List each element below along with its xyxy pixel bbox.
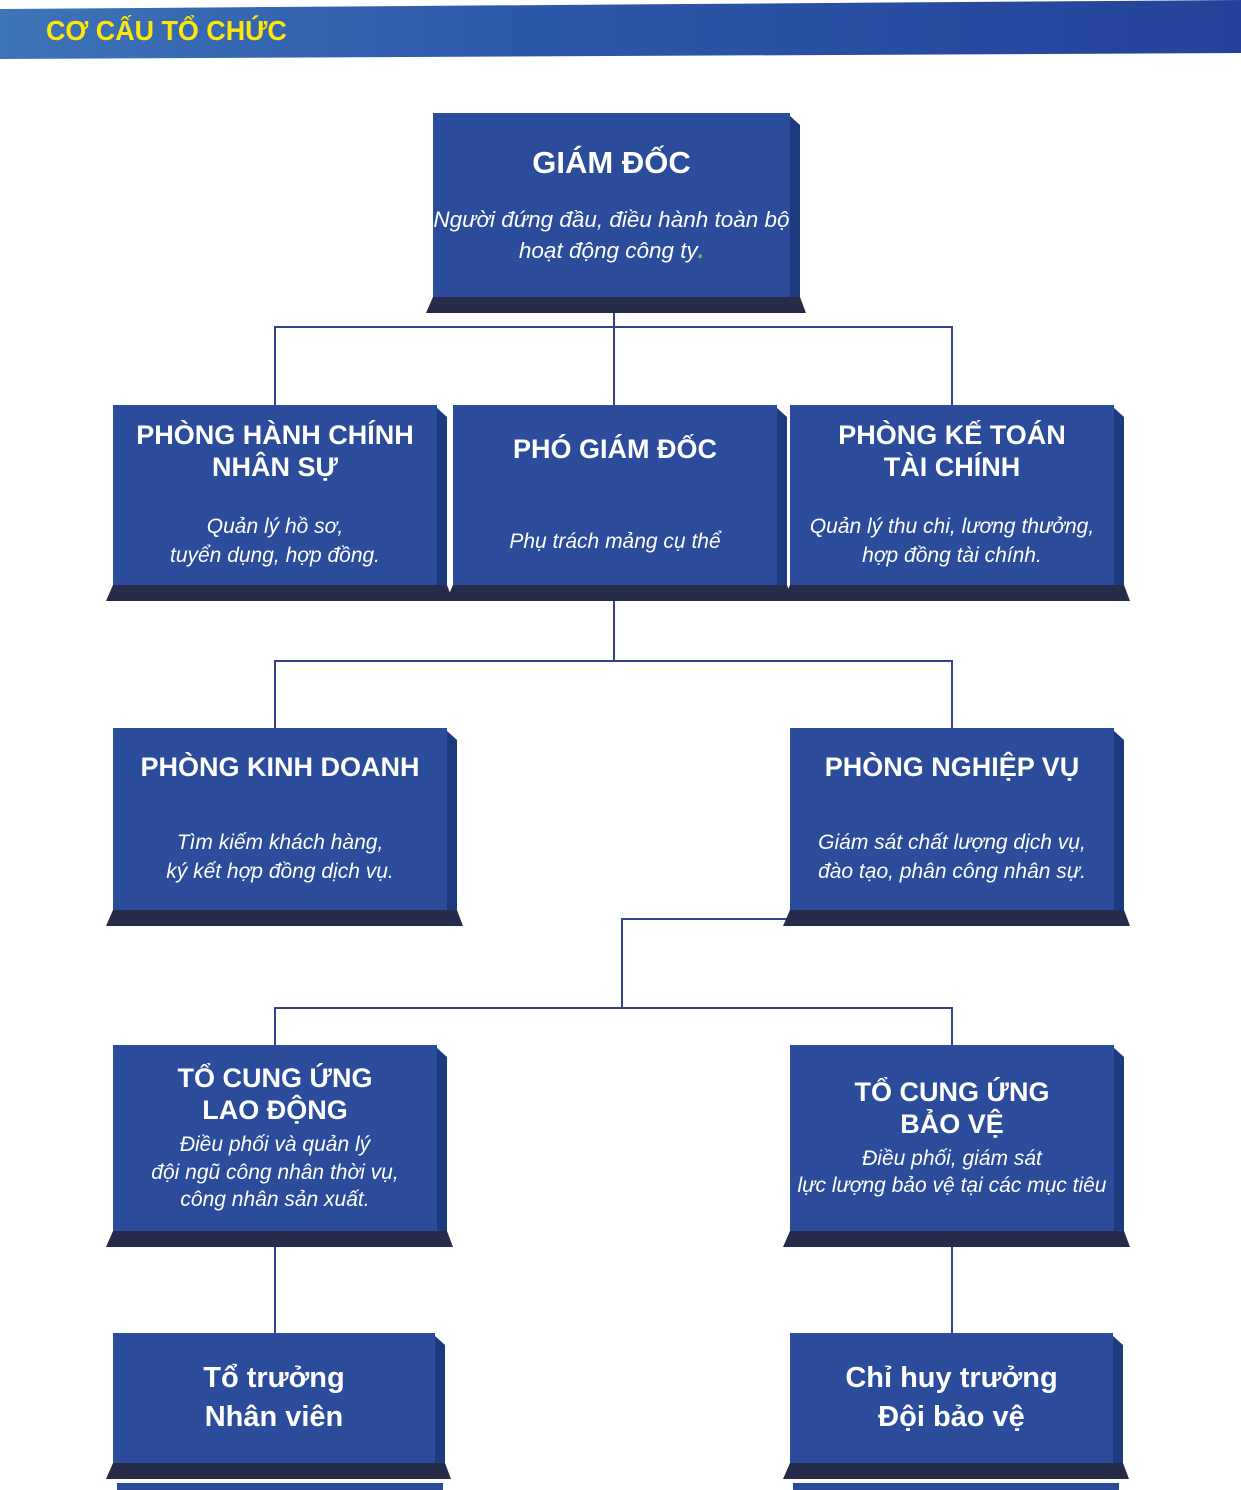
- connector-line: [274, 660, 276, 729]
- org-node-accounting-finance: PHÒNG KẾ TOÁN TÀI CHÍNH Quản lý thu chi,…: [790, 405, 1114, 585]
- node-title: TÀI CHÍNH: [883, 452, 1021, 483]
- node-title: PHÓ GIÁM ĐỐC: [512, 434, 717, 465]
- org-node-sales: PHÒNG KINH DOANH Tìm kiếm khách hàng, ký…: [113, 728, 447, 910]
- node-title: PHÒNG NGHIỆP VỤ: [824, 751, 1080, 782]
- connector-line: [613, 301, 615, 328]
- node-title: BẢO VỆ: [900, 1109, 1004, 1140]
- org-node-guard-supply-team: TỔ CUNG ỨNG BẢO VỆ Điều phối, giám sát l…: [790, 1045, 1114, 1231]
- node-desc: hợp đồng tài chính.: [862, 544, 1042, 568]
- node-title: NHÂN SỰ: [212, 452, 338, 483]
- connector-line: [274, 1246, 276, 1335]
- node-desc: đội ngũ công nhân thời vụ,: [151, 1160, 399, 1184]
- node-desc: Người đứng đầu, điều hành toàn bộ: [433, 206, 790, 232]
- node-desc: Giám sát chất lượng dịch vụ,: [818, 831, 1086, 855]
- connector-line: [951, 1246, 953, 1335]
- node-desc: lực lượng bảo vệ tại các mục tiêu: [797, 1174, 1107, 1198]
- node-title: TỔ CUNG ỨNG: [177, 1063, 373, 1094]
- cutoff-strip: [117, 1483, 443, 1490]
- node-desc: Điều phối và quản lý: [179, 1132, 371, 1156]
- node-desc-text: hoạt động công ty: [518, 237, 698, 263]
- org-node-admin-hr: PHÒNG HÀNH CHÍNH NHÂN SỰ Quản lý hồ sơ, …: [113, 405, 437, 585]
- node-title: Tổ trưởng: [203, 1361, 345, 1394]
- node-title: LAO ĐỘNG: [202, 1095, 348, 1126]
- node-desc: hoạt động công ty.: [433, 235, 789, 266]
- node-desc: công nhân sản xuất.: [180, 1188, 370, 1212]
- org-node-deputy-director: PHÓ GIÁM ĐỐC Phụ trách mảng cụ thể: [453, 405, 777, 585]
- node-title: GIÁM ĐỐC: [532, 145, 691, 181]
- org-node-team-leader: Tổ trưởng Nhân viên: [113, 1333, 435, 1463]
- node-desc: tuyển dụng, hợp đồng.: [169, 544, 381, 568]
- connector-line: [613, 326, 615, 406]
- node-desc: Điều phối, giám sát: [862, 1146, 1042, 1170]
- node-desc: Phụ trách mảng cụ thể: [509, 529, 721, 553]
- node-title: PHÒNG KINH DOANH: [140, 751, 420, 782]
- cutoff-strip: [793, 1483, 1119, 1490]
- connector-line: [613, 600, 615, 662]
- org-node-guard-commander: Chỉ huy trưởng Đội bảo vệ: [790, 1333, 1113, 1463]
- page-title: CƠ CẤU TỔ CHỨC: [46, 15, 287, 46]
- connector-line: [951, 1007, 953, 1047]
- org-node-labor-supply-team: TỔ CUNG ỨNG LAO ĐỘNG Điều phối và quản l…: [113, 1045, 437, 1231]
- node-title: TỔ CUNG ỨNG: [854, 1076, 1050, 1107]
- connector-line: [274, 1007, 953, 1009]
- connector-line: [951, 660, 953, 729]
- node-title: PHÒNG HÀNH CHÍNH: [136, 419, 414, 450]
- node-title: Nhân viên: [204, 1401, 344, 1433]
- node-desc: ký kết hợp đồng dịch vụ.: [166, 860, 394, 884]
- node-title: Đội bảo vệ: [878, 1401, 1025, 1433]
- connector-line: [621, 918, 623, 1009]
- node-title: Chỉ huy trưởng: [845, 1361, 1058, 1394]
- green-period: .: [697, 237, 705, 263]
- org-node-director: GIÁM ĐỐC Người đứng đầu, điều hành toàn …: [433, 113, 790, 297]
- node-desc: đào tạo, phân công nhân sự.: [818, 860, 1086, 884]
- node-title: PHÒNG KẾ TOÁN: [838, 419, 1066, 450]
- header-bar: CƠ CẤU TỔ CHỨC: [0, 0, 1241, 59]
- node-desc: Tìm kiếm khách hàng,: [176, 831, 384, 855]
- node-desc: Quản lý hồ sơ,: [206, 515, 344, 539]
- node-desc: Quản lý thu chi, lương thưởng,: [809, 515, 1095, 539]
- connector-line: [621, 918, 801, 920]
- connector-line: [274, 660, 953, 662]
- connector-line: [274, 1007, 276, 1047]
- org-node-operations: PHÒNG NGHIỆP VỤ Giám sát chất lượng dịch…: [790, 728, 1114, 910]
- connector-line: [274, 326, 276, 406]
- connector-line: [951, 326, 953, 406]
